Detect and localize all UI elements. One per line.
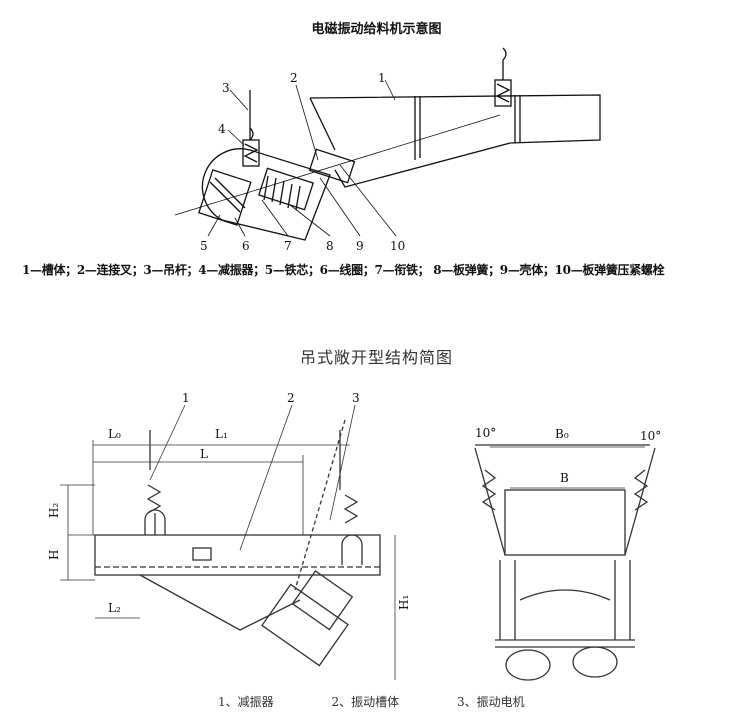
svg-text:H₂: H₂ — [47, 503, 61, 518]
housing — [174, 114, 501, 241]
legend-item-motor: 3、振动电机 — [456, 695, 525, 709]
svg-text:H₁: H₁ — [397, 595, 411, 610]
svg-text:10: 10 — [390, 239, 405, 253]
hanger-left — [242, 90, 260, 167]
svg-text:H: H — [47, 550, 61, 560]
svg-text:9: 9 — [356, 239, 364, 253]
legend-item-trough: 2、振动槽体 — [331, 695, 400, 709]
diagram1-title: 电磁振动给料机示意图 — [311, 22, 442, 37]
svg-text:1: 1 — [378, 71, 386, 85]
svg-text:L₂: L₂ — [108, 601, 121, 615]
svg-text:L₁: L₁ — [215, 427, 228, 441]
dimension-labels: L₀ L₁ L H₂ H L₂ H₁ 10° 10° B₀ B 1 2 3 — [47, 391, 661, 615]
diagram1-legend: 1—槽体；2—连接叉；3—吊杆；4—减振器；5—铁芯；6—线圈；7—衔铁； 8—… — [22, 263, 665, 277]
svg-text:3: 3 — [222, 81, 230, 95]
trough — [309, 94, 601, 188]
svg-text:L: L — [200, 447, 208, 461]
diagram2-title: 吊式敞开型结构简图 — [299, 348, 453, 367]
diagram1-callouts: 1 2 3 4 5 6 7 8 9 10 — [200, 71, 405, 253]
svg-text:5: 5 — [200, 239, 208, 253]
svg-text:4: 4 — [218, 122, 226, 136]
hanger-right — [494, 47, 512, 107]
leader-lines — [207, 79, 397, 237]
svg-text:6: 6 — [242, 239, 250, 253]
svg-text:2: 2 — [287, 391, 295, 405]
svg-text:7: 7 — [284, 239, 292, 253]
legend-item-damper: 1、减振器 — [218, 695, 274, 709]
svg-text:B: B — [560, 471, 569, 485]
svg-text:10°: 10° — [640, 429, 661, 443]
svg-text:10°: 10° — [475, 426, 496, 440]
svg-text:2: 2 — [290, 71, 298, 85]
side-view — [60, 404, 396, 680]
svg-text:1: 1 — [182, 391, 190, 405]
svg-text:L₀: L₀ — [108, 427, 121, 441]
svg-text:3: 3 — [352, 391, 360, 405]
diagram2-legend: 1、减振器 2、振动槽体 3、振动电机 — [218, 693, 561, 710]
svg-text:8: 8 — [326, 239, 334, 253]
svg-text:B₀: B₀ — [555, 427, 569, 441]
front-view — [474, 444, 656, 681]
